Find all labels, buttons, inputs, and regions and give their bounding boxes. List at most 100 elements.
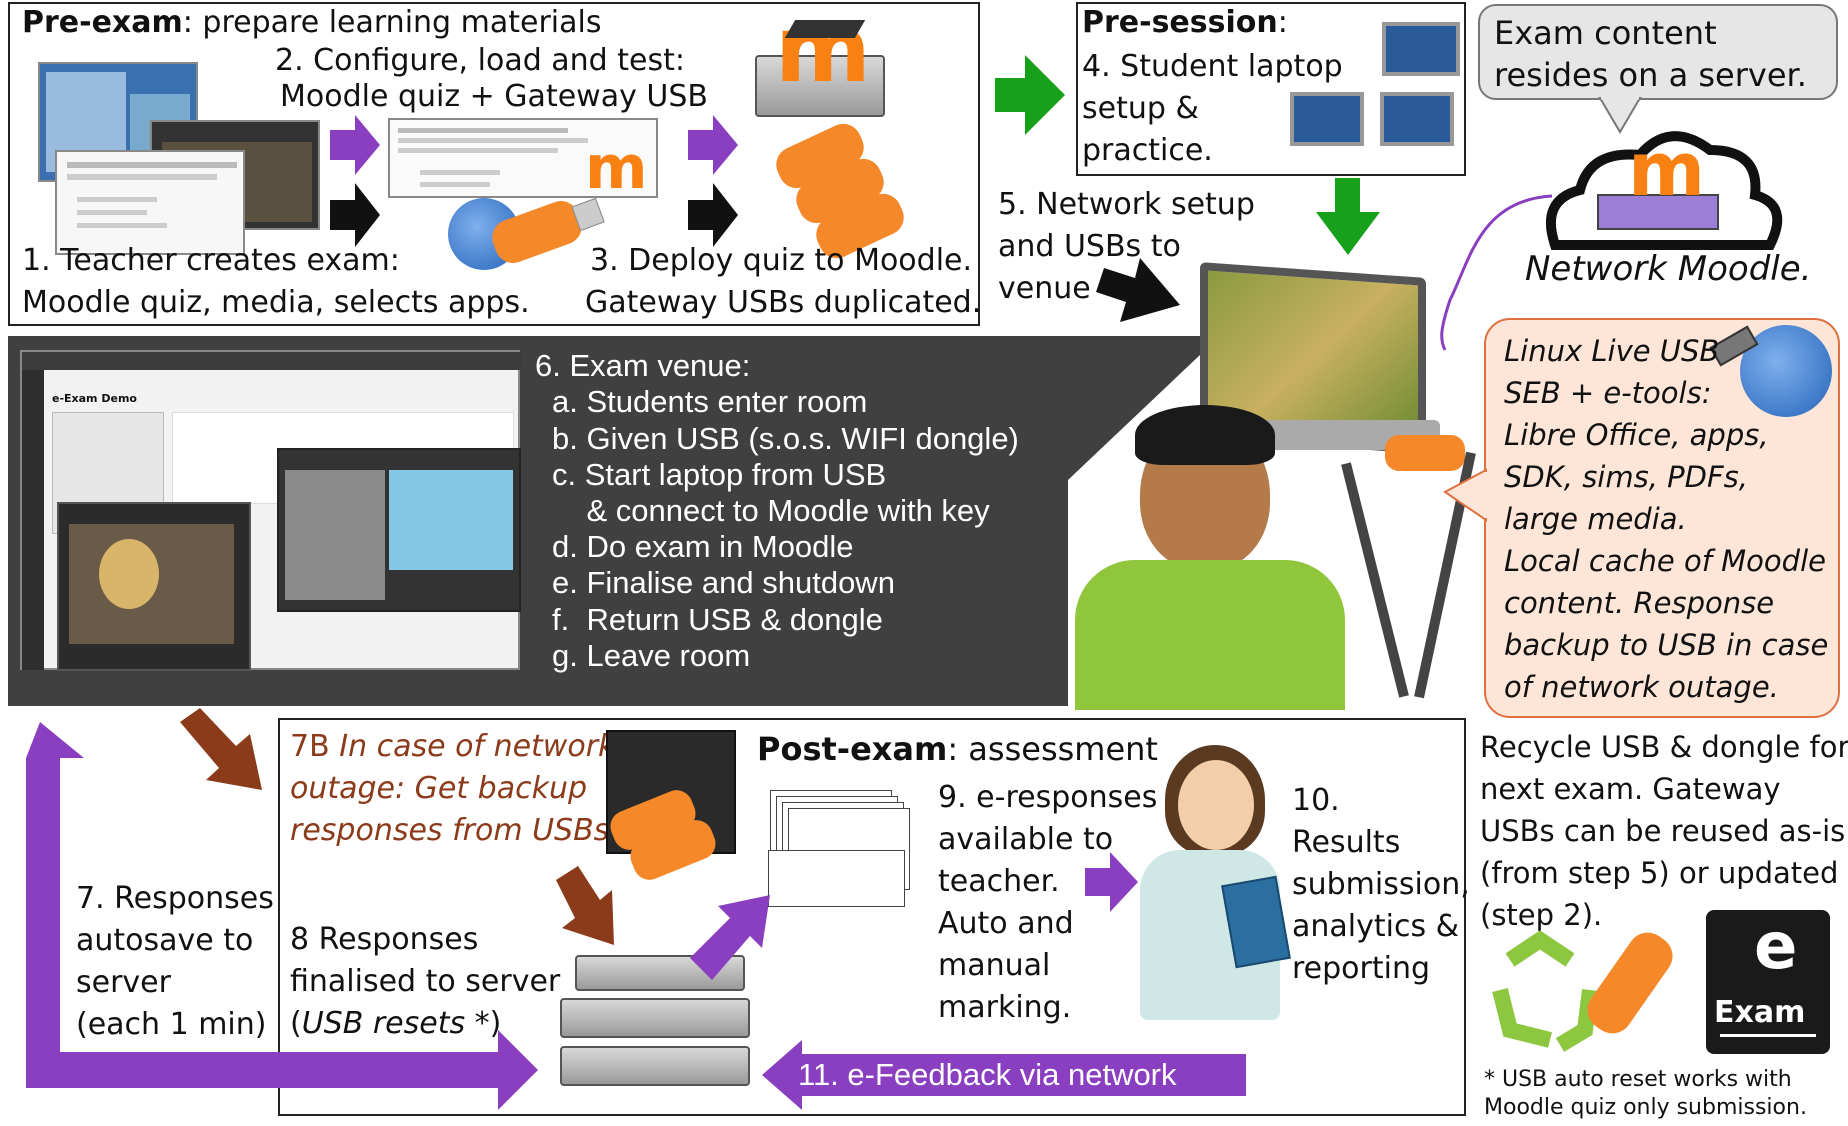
venue-item: c. Start laptop from USB (552, 457, 887, 492)
quiz-screenshot (55, 150, 245, 255)
moodle-quiz-screenshot: m (388, 118, 658, 198)
step4-line1: 4. Student laptop (1082, 49, 1343, 84)
brown-arrow-icon (180, 708, 262, 790)
feedback-bar (800, 1054, 1246, 1096)
venue-title: 6. Exam venue: (535, 348, 751, 383)
step7b-line3: responses from USBs. (290, 813, 619, 848)
step5-line3: venue (998, 271, 1091, 306)
linux-line: Local cache of Moodle (1504, 544, 1826, 578)
step10-line: analytics & (1292, 909, 1460, 944)
purple-arrow-icon (330, 115, 380, 175)
screenshot-title: e-Exam Demo (52, 392, 137, 405)
step9-line: available to (938, 822, 1114, 857)
venue-item: & connect to Moodle with key (552, 493, 990, 528)
network-moodle-label: Network Moodle. (1525, 249, 1812, 289)
recycle-line: (from step 5) or updated (1480, 856, 1839, 890)
step9-line: 9. e-responses (938, 780, 1158, 815)
venue-item: b. Given USB (s.o.s. WIFI dongle) (552, 421, 1019, 456)
bubble-line2: resides on a server. (1494, 56, 1807, 94)
step5-line1: 5. Network setup (998, 187, 1255, 222)
step1-line1: 1. Teacher creates exam: (22, 243, 400, 278)
post-exam-title: Post-exam: assessment (757, 730, 1158, 768)
step9-line: teacher. (938, 864, 1060, 899)
recycle-line: next exam. Gateway (1480, 772, 1781, 806)
purple-arrow-icon (1085, 852, 1138, 912)
server-speech-bubble (1478, 4, 1838, 100)
step10-line: reporting (1292, 951, 1431, 986)
step7-line: server (76, 965, 171, 1000)
step2-line1: 2. Configure, load and test: (275, 43, 685, 78)
purple-arrow-icon (26, 722, 538, 1110)
footnote-line1: * USB auto reset works with (1484, 1067, 1792, 1092)
green-arrow-icon (1316, 178, 1380, 255)
green-arrow-icon (995, 55, 1065, 135)
black-arrow-icon (1096, 258, 1180, 322)
e-exam-demo-screenshot: e-Exam Demo (20, 350, 522, 671)
moodle-m-icon: m (585, 133, 648, 203)
step8-line2: finalised to server (290, 964, 561, 999)
linux-line: large media. (1504, 502, 1687, 536)
step7-line: (each 1 min) (76, 1007, 267, 1042)
student-hair (1135, 405, 1275, 465)
step7b-line1: 7B In case of network (290, 729, 616, 764)
video-player-screenshot (57, 502, 251, 671)
step4-line2: setup & (1082, 91, 1199, 126)
student-body (1075, 560, 1345, 710)
scratch-player-screenshot (277, 448, 521, 612)
step7-line: 7. Responses (76, 881, 274, 916)
linux-line: content. Response (1504, 586, 1775, 620)
step3-line2: Gateway USBs duplicated. (585, 285, 982, 320)
black-arrow-icon (688, 183, 738, 247)
step3-line1: 3. Deploy quiz to Moodle. (590, 243, 973, 278)
step7b-line2: outage: Get backup (290, 771, 588, 806)
step10-line: 10. (1292, 783, 1340, 818)
linux-line: Libre Office, apps, (1504, 418, 1769, 452)
purple-arrow-icon (688, 115, 738, 175)
step4-line3: practice. (1082, 133, 1213, 168)
step7-line: autosave to (76, 923, 254, 958)
venue-item: f. Return USB & dongle (552, 602, 883, 637)
e-exam-logo-word: Exam (1714, 995, 1806, 1030)
recycle-line: (step 2). (1480, 898, 1603, 932)
footnote-line2: Moodle quiz only submission. (1484, 1095, 1807, 1120)
e-exam-logo: e Exam (1706, 910, 1830, 1054)
step10-line: Results (1292, 825, 1401, 860)
laptop-icon (1382, 22, 1460, 76)
step10-line: submission, (1292, 867, 1470, 902)
purple-arrow-icon (690, 895, 770, 980)
step1-line2: Moodle quiz, media, selects apps. (22, 285, 530, 320)
step2-line2: Moodle quiz + Gateway USB (280, 79, 708, 114)
moodle-server-icon (755, 55, 885, 117)
bubble-line1: Exam content (1494, 14, 1717, 52)
paper-stack-icon (768, 850, 908, 910)
laptop-icon (1290, 92, 1364, 146)
venue-item: g. Leave room (552, 638, 751, 673)
venue-item: e. Finalise and shutdown (552, 565, 895, 600)
moodle-m-icon: m (775, 0, 871, 103)
linux-line: SDK, sims, PDFs, (1504, 460, 1748, 494)
linux-line: Linux Live USB (1504, 334, 1720, 368)
moodle-m-icon: m (1628, 127, 1706, 213)
recycle-line: USBs can be reused as-is (1480, 814, 1846, 848)
usb-in-laptop-icon (1385, 435, 1465, 471)
step5-line2: and USBs to (998, 229, 1181, 264)
venue-item: a. Students enter room (552, 384, 868, 419)
database-server-icon (560, 1046, 750, 1086)
step8-line1: 8 Responses (290, 922, 479, 957)
recycle-line: Recycle USB & dongle for (1480, 730, 1848, 764)
step11-label: 11. e-Feedback via network (798, 1057, 1177, 1092)
step9-line: marking. (938, 990, 1072, 1025)
linux-line: SEB + e-tools: (1504, 376, 1712, 410)
step8-line3: (USB resets *) (290, 1006, 502, 1041)
step9-line: Auto and (938, 906, 1074, 941)
black-arrow-icon (330, 183, 380, 247)
step9-line: manual (938, 948, 1051, 983)
linux-line: backup to USB in case (1504, 628, 1829, 662)
